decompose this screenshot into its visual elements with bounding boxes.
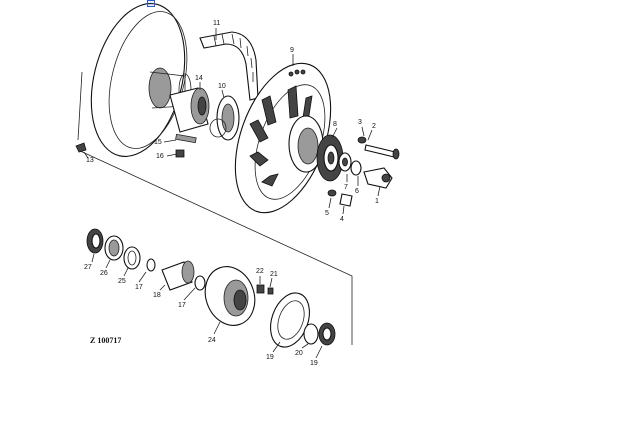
thrust-washer xyxy=(194,275,206,291)
cap-screw xyxy=(357,136,400,160)
spider-sprocket xyxy=(316,134,344,182)
bushing xyxy=(209,95,240,141)
callout-17a: 17 xyxy=(135,284,143,291)
callout-18: 18 xyxy=(153,292,161,299)
callout-23: 22 xyxy=(256,268,264,275)
callout-8: 8 xyxy=(333,121,337,128)
callout-13: 13 xyxy=(86,157,94,164)
drive-belt xyxy=(199,31,259,101)
callout-21: 19 xyxy=(266,354,274,361)
bracket-part xyxy=(75,142,87,153)
hub-flange xyxy=(204,266,256,326)
callout-5: 5 xyxy=(325,210,329,217)
callout-10: 10 xyxy=(218,83,226,90)
callout-22: 21 xyxy=(270,271,278,278)
callout-4: 4 xyxy=(340,216,344,223)
roller-arm xyxy=(363,167,393,189)
callout-19: 19 xyxy=(310,360,318,367)
callout-7: 7 xyxy=(344,184,348,191)
callout-11: 11 xyxy=(213,20,220,27)
figure-reference-code: Z 100717 xyxy=(90,336,121,345)
callout-9: 9 xyxy=(290,47,294,54)
selection-handle[interactable] xyxy=(147,0,155,7)
hub-key xyxy=(175,133,197,144)
callout-26: 26 xyxy=(100,270,108,277)
callout-20: 20 xyxy=(295,350,303,357)
grease-fitting xyxy=(256,284,274,295)
callout-2: 2 xyxy=(372,123,376,130)
callout-3: 3 xyxy=(358,119,362,126)
callout-1: 1 xyxy=(375,198,379,205)
callout-6: 6 xyxy=(355,188,359,195)
callout-15: 15 xyxy=(154,139,162,146)
fixed-sheave-disc xyxy=(90,3,192,157)
sheave-hub xyxy=(169,87,210,133)
nut-and-bolt xyxy=(327,189,353,207)
callout-17b: 17 xyxy=(178,302,186,309)
assembly-boundary xyxy=(77,71,353,345)
callout-labels: 11 9 14 10 13 15 16 8 3 2 7 6 1 5 4 27 2… xyxy=(84,20,379,367)
set-screw xyxy=(175,149,185,158)
end-seals xyxy=(303,322,336,346)
callout-25: 25 xyxy=(118,278,126,285)
callout-16: 16 xyxy=(156,153,164,160)
spacer-washers xyxy=(338,152,362,176)
callout-24: 24 xyxy=(208,337,216,344)
callout-27: 27 xyxy=(84,264,92,271)
leader-lines xyxy=(83,28,381,359)
sleeve-bearing xyxy=(161,260,195,291)
movable-sheave xyxy=(234,62,332,214)
lower-seal-group xyxy=(86,228,156,272)
callout-14: 14 xyxy=(195,75,203,82)
